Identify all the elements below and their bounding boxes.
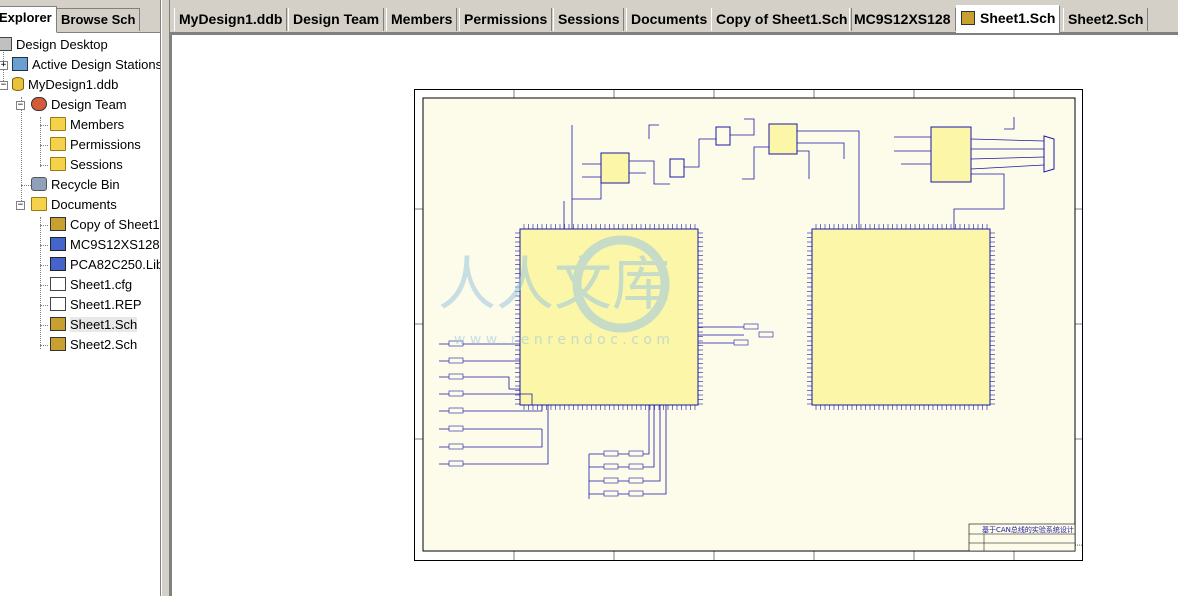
document-tab-bar: MyDesign1.ddb Design Team Members Permis… <box>170 0 1178 33</box>
schematic-icon <box>50 217 66 231</box>
schematic-sheet[interactable]: 人人文库 w w w . r e n r e n d o c . c o m 基… <box>414 89 1083 561</box>
wires <box>439 117 1045 499</box>
tree-connector <box>21 185 31 186</box>
mcu-right-component[interactable] <box>811 228 991 406</box>
tab-sheet2-sch[interactable]: Sheet2.Sch <box>1063 8 1149 31</box>
tree-item-documents[interactable]: Documents <box>31 195 117 215</box>
can-transceiver-ic-1[interactable] <box>600 152 630 184</box>
tree-item-sheet1-rep[interactable]: Sheet1.REP <box>50 295 142 315</box>
mcu-pins <box>515 224 995 410</box>
document-icon <box>50 297 66 311</box>
expand-toggle[interactable]: + <box>0 60 8 70</box>
schematic-icon <box>50 317 66 331</box>
explorer-pane: Explorer Browse Sch + − − − Design Deskt… <box>0 0 161 596</box>
tree-connector <box>40 117 41 167</box>
tab-sessions[interactable]: Sessions <box>553 8 625 31</box>
tab-members[interactable]: Members <box>386 8 458 31</box>
tree-connector <box>40 145 48 146</box>
resistor-array-right <box>733 323 774 346</box>
folder-icon <box>50 157 66 171</box>
tab-documents[interactable]: Documents <box>626 8 713 31</box>
team-icon <box>31 97 47 111</box>
tree-item-mc9s12xs128[interactable]: MC9S12XS128 <box>50 235 160 255</box>
recycle-bin-icon <box>31 177 47 191</box>
database-icon <box>12 77 24 91</box>
tree-connector <box>40 305 48 306</box>
optocoupler-1[interactable] <box>669 158 685 178</box>
title-block-text: 基于CAN总线的实验系统设计 <box>982 525 1074 534</box>
serial-driver-ic[interactable] <box>930 126 972 183</box>
tab-sheet1-sch[interactable]: Sheet1.Sch <box>956 5 1061 33</box>
tree-connector <box>40 325 48 326</box>
tree-item-sessions[interactable]: Sessions <box>50 155 123 175</box>
collapse-toggle[interactable]: − <box>16 100 25 110</box>
tree-item-active-design-stations[interactable]: Active Design Stations <box>12 55 160 75</box>
can-transceiver-ic-2[interactable] <box>768 123 798 155</box>
tree-item-design-desktop[interactable]: Design Desktop <box>0 35 108 55</box>
library-icon <box>50 237 66 251</box>
watermark-url: w w w . r e n r e n d o c . c o m <box>454 332 670 348</box>
resistor-array-left <box>448 340 464 467</box>
tab-mydesign1-ddb[interactable]: MyDesign1.ddb <box>174 8 288 31</box>
tree-connector <box>40 225 48 226</box>
tree-item-permissions[interactable]: Permissions <box>50 135 141 155</box>
tab-copy-of-sheet1-sch[interactable]: Copy of Sheet1.Sch <box>711 8 853 31</box>
tree-item-pca82c250-lib[interactable]: PCA82C250.Lib <box>50 255 160 275</box>
tree-connector <box>40 217 41 349</box>
tab-browse-sch[interactable]: Browse Sch <box>56 8 141 31</box>
collapse-toggle[interactable]: − <box>16 200 25 210</box>
document-icon <box>50 277 66 291</box>
optocoupler-2[interactable] <box>715 126 731 146</box>
tree-connector <box>40 345 48 346</box>
schematic-canvas[interactable]: 人人文库 w w w . r e n r e n d o c . c o m 基… <box>170 33 1178 596</box>
library-icon <box>50 257 66 271</box>
tab-mc9s12xs128[interactable]: MC9S12XS128 <box>849 8 956 31</box>
tree-item-sheet2-sch[interactable]: Sheet2.Sch <box>50 335 137 355</box>
tree-item-sheet1-sch[interactable]: Sheet1.Sch <box>50 315 138 335</box>
folder-icon <box>50 117 66 131</box>
explorer-tab-bar: Explorer Browse Sch <box>0 0 160 33</box>
tree-connector <box>40 245 48 246</box>
pane-splitter[interactable] <box>161 0 170 596</box>
folder-icon <box>50 137 66 151</box>
folder-open-icon <box>31 197 47 211</box>
schematic-icon <box>961 11 975 25</box>
tab-permissions[interactable]: Permissions <box>459 8 553 31</box>
tree-item-sheet1-cfg[interactable]: Sheet1.cfg <box>50 275 132 295</box>
desktop-icon <box>0 37 12 51</box>
resistor-array-bottom <box>603 450 644 497</box>
watermark-logo: 人人文库 w w w . r e n r e n d o c . c o m <box>438 235 670 348</box>
tree-connector <box>40 165 48 166</box>
tree-item-recycle-bin[interactable]: Recycle Bin <box>31 175 120 195</box>
tab-design-team[interactable]: Design Team <box>288 8 385 31</box>
tree-item-members[interactable]: Members <box>50 115 124 135</box>
tree-connector <box>40 265 48 266</box>
collapse-toggle[interactable]: − <box>0 80 8 90</box>
tree-item-mydesign1-ddb[interactable]: MyDesign1.ddb <box>12 75 118 95</box>
title-block: 基于CAN总线的实验系统设计 <box>968 523 1076 552</box>
watermark-text: 人人文库 <box>438 250 670 318</box>
schematic-icon <box>50 337 66 351</box>
tree-connector <box>40 125 48 126</box>
tree-item-design-team[interactable]: Design Team <box>31 95 127 115</box>
tab-explorer[interactable]: Explorer <box>0 6 57 33</box>
station-icon <box>12 57 28 71</box>
tree-connector <box>40 285 48 286</box>
mcu-left-component[interactable] <box>519 228 699 406</box>
zone-ticks <box>414 89 1083 561</box>
tree-connector <box>21 97 22 207</box>
tree-item-copy-of-sheet1[interactable]: Copy of Sheet1 <box>50 215 160 235</box>
db9-connector[interactable] <box>1043 135 1055 173</box>
